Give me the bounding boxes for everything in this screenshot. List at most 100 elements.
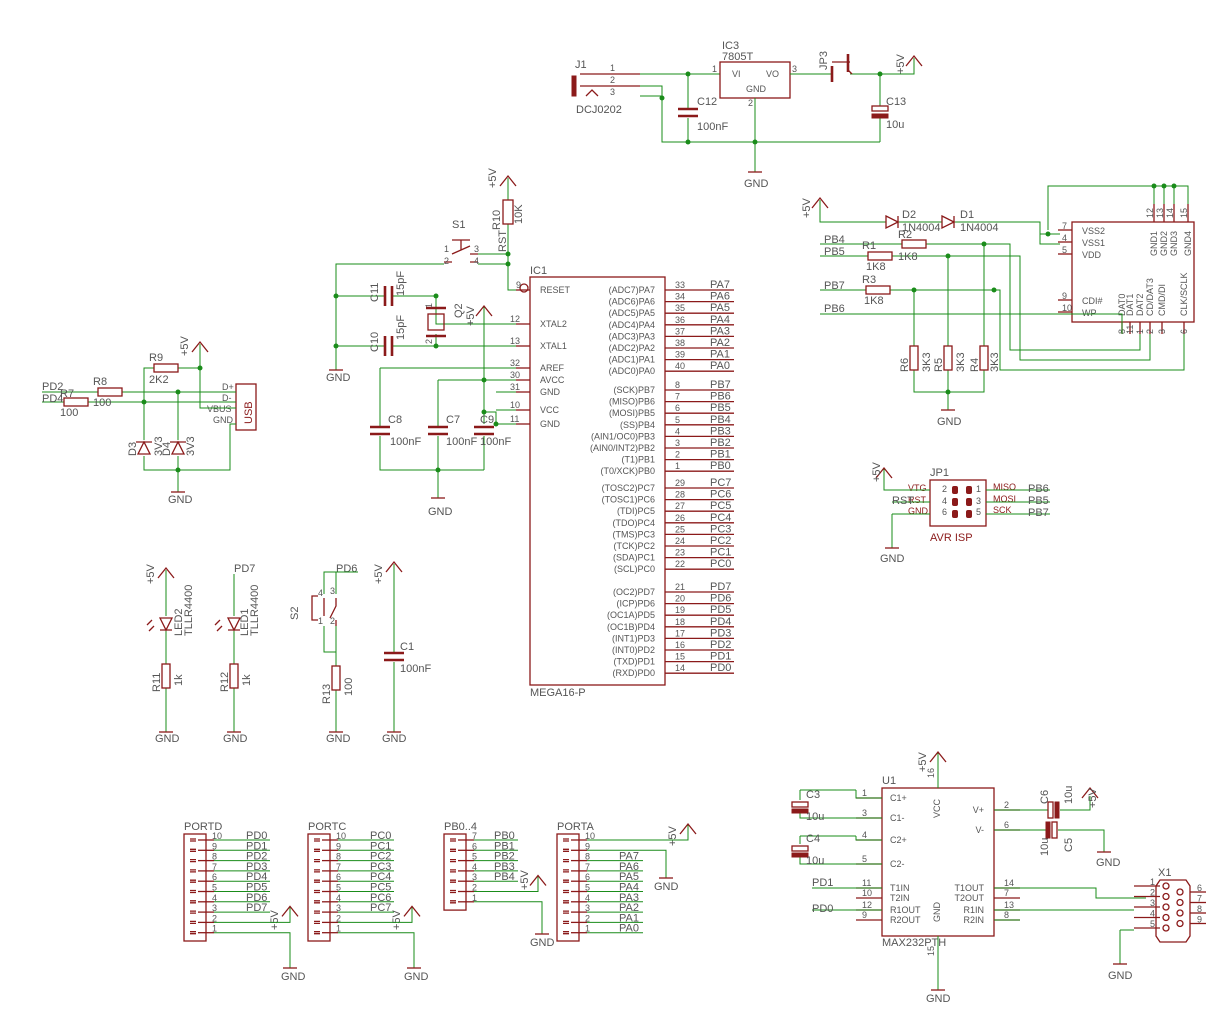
isp-n2: 2: [942, 484, 947, 494]
r7-value: 100: [60, 407, 78, 419]
header-vcc-wire: [214, 906, 291, 923]
led-gnd-2: GND: [223, 733, 248, 745]
header-net-label: PA5: [619, 871, 639, 883]
u1-ref: U1: [882, 775, 896, 787]
hdr-gnd-c: GND: [404, 971, 429, 983]
header-pin: [450, 848, 456, 852]
led2-value: TLLR4400: [183, 585, 195, 636]
mcu-net-label: PB4: [710, 414, 731, 426]
max232-pin-number: 5: [862, 854, 867, 864]
mcu-pin-name: (TOSC1)PC6: [602, 495, 655, 505]
mcu-pin-number: 14: [675, 663, 685, 673]
header-body: [183, 833, 207, 942]
header-pin: [450, 889, 456, 894]
header-net-label: PB3: [494, 861, 515, 873]
mcu-net-label: PC1: [710, 547, 731, 559]
header-pin: [190, 858, 196, 863]
mcu-pin-name: GND: [540, 387, 561, 397]
mcu-pin-number: 39: [675, 350, 685, 360]
q2-pin1: 1: [424, 303, 434, 308]
c3-label: C3: [806, 789, 820, 801]
u1-vcc: +5V: [917, 751, 929, 772]
mcu-net-label: PB0: [710, 460, 731, 472]
mcu-pin-name: (ADC6)PA6: [609, 297, 655, 307]
max232-pin-number: 1: [862, 788, 867, 798]
isp-gnd: GND: [880, 553, 905, 565]
mcu-pin-number: 9: [516, 280, 521, 290]
header-gnd-wire: [338, 932, 415, 968]
header-pin: [314, 920, 320, 925]
header-pin: [563, 879, 569, 883]
mcu-net-label: PA1: [710, 349, 730, 361]
header-net-label: PD7: [246, 902, 267, 914]
mcu-net-label: PB3: [710, 425, 731, 437]
mcu-pin-name: (INT0)PD2: [612, 645, 655, 655]
header-pin-number: 3: [472, 872, 477, 882]
mcu-net-label: PC7: [710, 477, 731, 489]
header-pin-number: 9: [336, 841, 341, 851]
isp-rst: RST: [908, 495, 927, 505]
ic3-vi: VI: [732, 69, 741, 79]
s2-label: S2: [289, 607, 301, 620]
header-body: [556, 833, 580, 942]
max232-pin-name: C2-: [890, 859, 905, 869]
usb-vcc: +5V: [179, 335, 191, 356]
mcu-net-label: PD7: [710, 581, 731, 593]
r2-value: 1K8: [898, 251, 918, 263]
r13-label: R13: [321, 684, 333, 704]
header-net-label: PA3: [619, 892, 639, 904]
header-net-label: PC6: [370, 892, 391, 904]
db9-pin-dot: [1162, 892, 1170, 901]
isp-rst-net: RST: [892, 495, 914, 507]
u1-pd1: PD1: [812, 877, 833, 889]
mcu-pin-name: XTAL1: [540, 341, 567, 351]
c6-value: 10u: [1063, 786, 1075, 804]
max232-pin-name: R1IN: [963, 905, 984, 915]
q2-label: Q2: [453, 303, 465, 318]
mcu-pin-number: 16: [675, 640, 685, 650]
header-pin-number: 1: [212, 924, 217, 934]
usb-pin-dplus: D+: [222, 382, 234, 392]
mcu-pin-name: (ADC2)PA2: [609, 343, 655, 353]
max232-pin-number: 2: [1004, 800, 1009, 810]
pd2-net: PD2: [42, 381, 63, 393]
db9-pin-dot: [1162, 882, 1170, 890]
power-supply: J1 DCJ0202 1 2 3 IC3 7805T VI VO GND 1 3…: [571, 40, 923, 190]
sd-pin-name: VSS1: [1082, 238, 1105, 248]
db9-pin-number: 5: [1150, 919, 1155, 929]
sd-pin-number: 11: [1125, 325, 1135, 334]
pd7-net: PD7: [234, 563, 255, 575]
c5-value: 10u: [1039, 838, 1051, 856]
header-pin-number: 10: [585, 831, 595, 841]
mcu-pin-name: (TMS)PC3: [613, 529, 656, 539]
mcu-net-label: PB1: [710, 449, 731, 461]
db9-pin-number: 1: [1150, 877, 1155, 887]
s2-pin3: 3: [330, 586, 335, 596]
mcu-pin-number: 15: [675, 652, 685, 662]
sd-pin-name: CLK/SCLK: [1179, 272, 1189, 316]
sd-pin-name: GND4: [1183, 231, 1193, 256]
j1-pin3: 3: [610, 87, 615, 97]
mcu-pin-name: (OC1A)PD5: [607, 610, 655, 620]
isp-box: [929, 479, 987, 527]
r7-label: R7: [60, 388, 74, 400]
pd4-net: PD4: [42, 393, 63, 405]
c1-label: C1: [400, 641, 414, 653]
mcu-pin-name: (INT1)PD3: [612, 633, 655, 643]
sd-pin-name: GND3: [1169, 231, 1179, 256]
c3-value: 10u: [806, 811, 824, 823]
max232-pin-number: 3: [862, 808, 867, 818]
db9-pin-dot: [1176, 919, 1184, 928]
s1-label: S1: [452, 219, 465, 231]
max232-pin-name: C1-: [890, 813, 905, 823]
u1-vcc-name: VCC: [932, 798, 942, 818]
sd-pin-name: DAT0: [1117, 294, 1127, 316]
ic3-gnd: GND: [746, 84, 767, 94]
r12-label: R12: [219, 672, 231, 692]
max232-pin-name: R2OUT: [890, 915, 921, 925]
isp-n1: 1: [976, 484, 981, 494]
ic1-ref: IC1: [530, 265, 547, 277]
